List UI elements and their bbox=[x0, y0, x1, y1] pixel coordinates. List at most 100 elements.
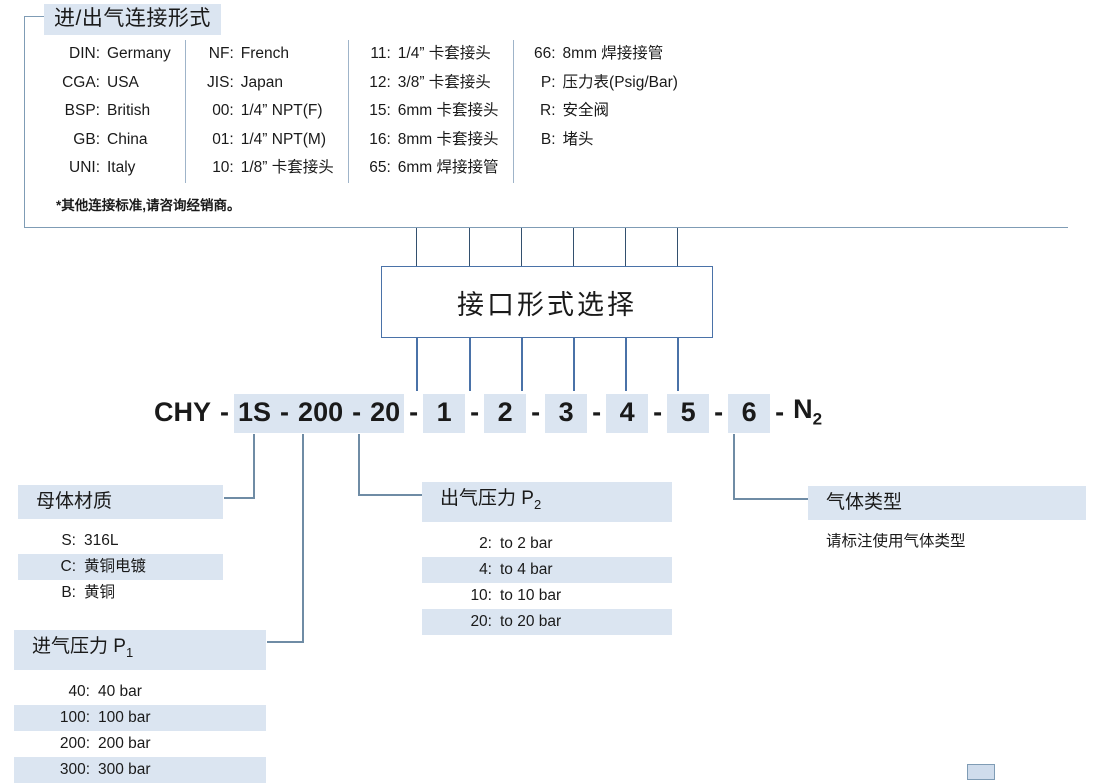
outlet-pressure-title-subscript: 2 bbox=[533, 496, 542, 512]
item-code: 15: bbox=[369, 102, 391, 119]
bracket-top-gap bbox=[60, 9, 1070, 25]
interface-selector-label: 接口形式选择 bbox=[457, 289, 637, 320]
code-segment-port-1: 1 bbox=[423, 393, 466, 433]
code-segment-port-6: 6 bbox=[728, 393, 771, 433]
item-desc: to 2 bar bbox=[500, 534, 553, 552]
code-segment-port-4: 4 bbox=[606, 393, 649, 433]
list-item: S:316L bbox=[18, 528, 223, 554]
code-segment-gas: N2 bbox=[789, 391, 826, 434]
list-item: B:堵头 bbox=[528, 126, 678, 155]
item-code: 11: bbox=[370, 45, 391, 62]
code-separator: - bbox=[714, 396, 724, 427]
item-code: 4: bbox=[479, 560, 492, 578]
item-desc: 黄铜 bbox=[84, 584, 116, 601]
code-separator: - bbox=[409, 396, 419, 427]
lead-outlet-vertical bbox=[358, 434, 360, 496]
item-code: 100: bbox=[59, 708, 90, 726]
list-item: NF:French bbox=[200, 40, 334, 69]
item-desc: French bbox=[240, 45, 289, 62]
list-item: P: 压力表(Psig/Bar) bbox=[528, 69, 678, 98]
connection-column-4: 66:8mm 焊接接管 P:压力表(Psig/Bar) R:安全阀 B:堵头 bbox=[512, 40, 692, 183]
gas-type-note: 请标注使用气体类型 bbox=[826, 533, 966, 550]
code-gas-symbol: N bbox=[793, 394, 813, 425]
list-item: 66: 8mm 焊接接管 bbox=[528, 40, 678, 69]
item-desc: to 4 bar bbox=[500, 560, 553, 578]
inlet-pressure-title-text: 进气压力 P bbox=[32, 636, 126, 657]
dropline-digit-4 bbox=[573, 338, 575, 391]
list-item: 00:1/4” NPT(F) bbox=[200, 97, 334, 126]
list-item: JIS:Japan bbox=[200, 69, 334, 98]
item-desc: 6mm 卡套接头 bbox=[397, 102, 499, 119]
dropline-digit-6 bbox=[677, 338, 679, 391]
list-item: 10: to 10 bar bbox=[422, 583, 672, 609]
list-item: 40:40 bar bbox=[14, 679, 266, 705]
list-item: 10:1/8” 卡套接头 bbox=[200, 154, 334, 183]
lead-gas-vertical bbox=[733, 434, 735, 500]
list-item: 65: 6mm 焊接接管 bbox=[363, 154, 499, 183]
item-code: 20: bbox=[470, 612, 492, 630]
connection-footnote: *其他连接标准,请咨询经销商。 bbox=[56, 198, 241, 213]
item-code: 65: bbox=[369, 159, 391, 176]
item-code: 10: bbox=[470, 586, 492, 604]
riser-line-1 bbox=[416, 228, 418, 266]
item-desc: 黄铜电镀 bbox=[84, 558, 147, 575]
item-code: C: bbox=[60, 558, 77, 575]
item-code: 300: bbox=[59, 760, 90, 778]
list-item: 200:200 bar bbox=[14, 731, 266, 757]
item-desc: 压力表(Psig/Bar) bbox=[562, 73, 678, 91]
item-desc: Italy bbox=[107, 159, 136, 176]
item-desc: British bbox=[107, 102, 151, 119]
item-code: 12: bbox=[369, 73, 391, 91]
lead-inlet-horizontal bbox=[267, 641, 304, 643]
list-item: 11:1/4” 卡套接头 bbox=[363, 40, 499, 69]
list-item: 01:1/4” NPT(M) bbox=[200, 126, 334, 155]
connection-column-3: 11:1/4” 卡套接头 12:3/8” 卡套接头 15:6mm 卡套接头 16… bbox=[347, 40, 513, 183]
riser-line-6 bbox=[677, 228, 679, 266]
item-code: 00: bbox=[212, 102, 234, 119]
outlet-pressure-legend: 出气压力 P2 2:to 2 bar 4:to 4 bar 10:to 10 b… bbox=[422, 482, 672, 635]
item-desc: Germany bbox=[107, 45, 171, 62]
item-desc: 堵头 bbox=[562, 130, 594, 148]
code-segment-outlet-pressure: 20 bbox=[366, 393, 405, 433]
dropline-digit-5 bbox=[625, 338, 627, 391]
code-segment-inlet-pressure: 200 bbox=[294, 393, 348, 433]
item-desc: 8mm 焊接接管 bbox=[562, 45, 664, 62]
code-segment-port-2: 2 bbox=[484, 393, 527, 433]
item-code: 10: bbox=[212, 159, 234, 176]
item-desc: 6mm 焊接接管 bbox=[397, 159, 499, 176]
list-item: 4: to 4 bar bbox=[422, 556, 672, 583]
material-legend-title: 母体材质 bbox=[18, 485, 223, 519]
riser-line-5 bbox=[625, 228, 627, 266]
gas-type-legend-title: 气体类型 bbox=[808, 486, 1086, 520]
page-corner-artifact bbox=[967, 764, 995, 780]
item-code: 200: bbox=[59, 734, 90, 752]
lead-gas-horizontal bbox=[733, 498, 810, 500]
code-separator: - bbox=[220, 396, 230, 427]
dropline-digit-3 bbox=[521, 338, 523, 391]
item-code: B: bbox=[61, 584, 76, 601]
dropline-digit-2 bbox=[469, 338, 471, 391]
item-desc: to 20 bar bbox=[500, 612, 562, 630]
item-desc: China bbox=[107, 130, 148, 148]
inlet-pressure-legend-title: 进气压力 P1 bbox=[14, 630, 266, 670]
item-code: P: bbox=[540, 73, 556, 91]
item-code: 66: bbox=[533, 45, 556, 62]
list-item: B: 黄铜 bbox=[18, 580, 223, 606]
dropline-digit-1 bbox=[416, 338, 418, 391]
item-code: JIS: bbox=[207, 73, 234, 91]
code-segment-port-3: 3 bbox=[545, 393, 588, 433]
code-separator: - bbox=[347, 393, 367, 433]
outlet-pressure-title-text: 出气压力 P bbox=[440, 488, 534, 509]
item-code: UNI: bbox=[69, 159, 100, 176]
item-desc: 1/4” NPT(M) bbox=[240, 130, 326, 148]
code-separator: - bbox=[531, 396, 541, 427]
list-item: CGA:USA bbox=[54, 69, 171, 98]
code-gas-subscript: 2 bbox=[812, 409, 823, 429]
code-separator: - bbox=[470, 396, 480, 427]
list-item: C: 黄铜电镀 bbox=[18, 554, 223, 580]
list-item: 16:8mm 卡套接头 bbox=[363, 126, 498, 155]
item-desc: USA bbox=[107, 73, 139, 91]
item-desc: to 10 bar bbox=[500, 586, 562, 604]
connection-column-1: DIN:Germany CGA:USA BSP:British GB:China… bbox=[40, 40, 185, 183]
material-legend: 母体材质 S:316L C: 黄铜电镀 B: 黄铜 bbox=[18, 485, 223, 606]
